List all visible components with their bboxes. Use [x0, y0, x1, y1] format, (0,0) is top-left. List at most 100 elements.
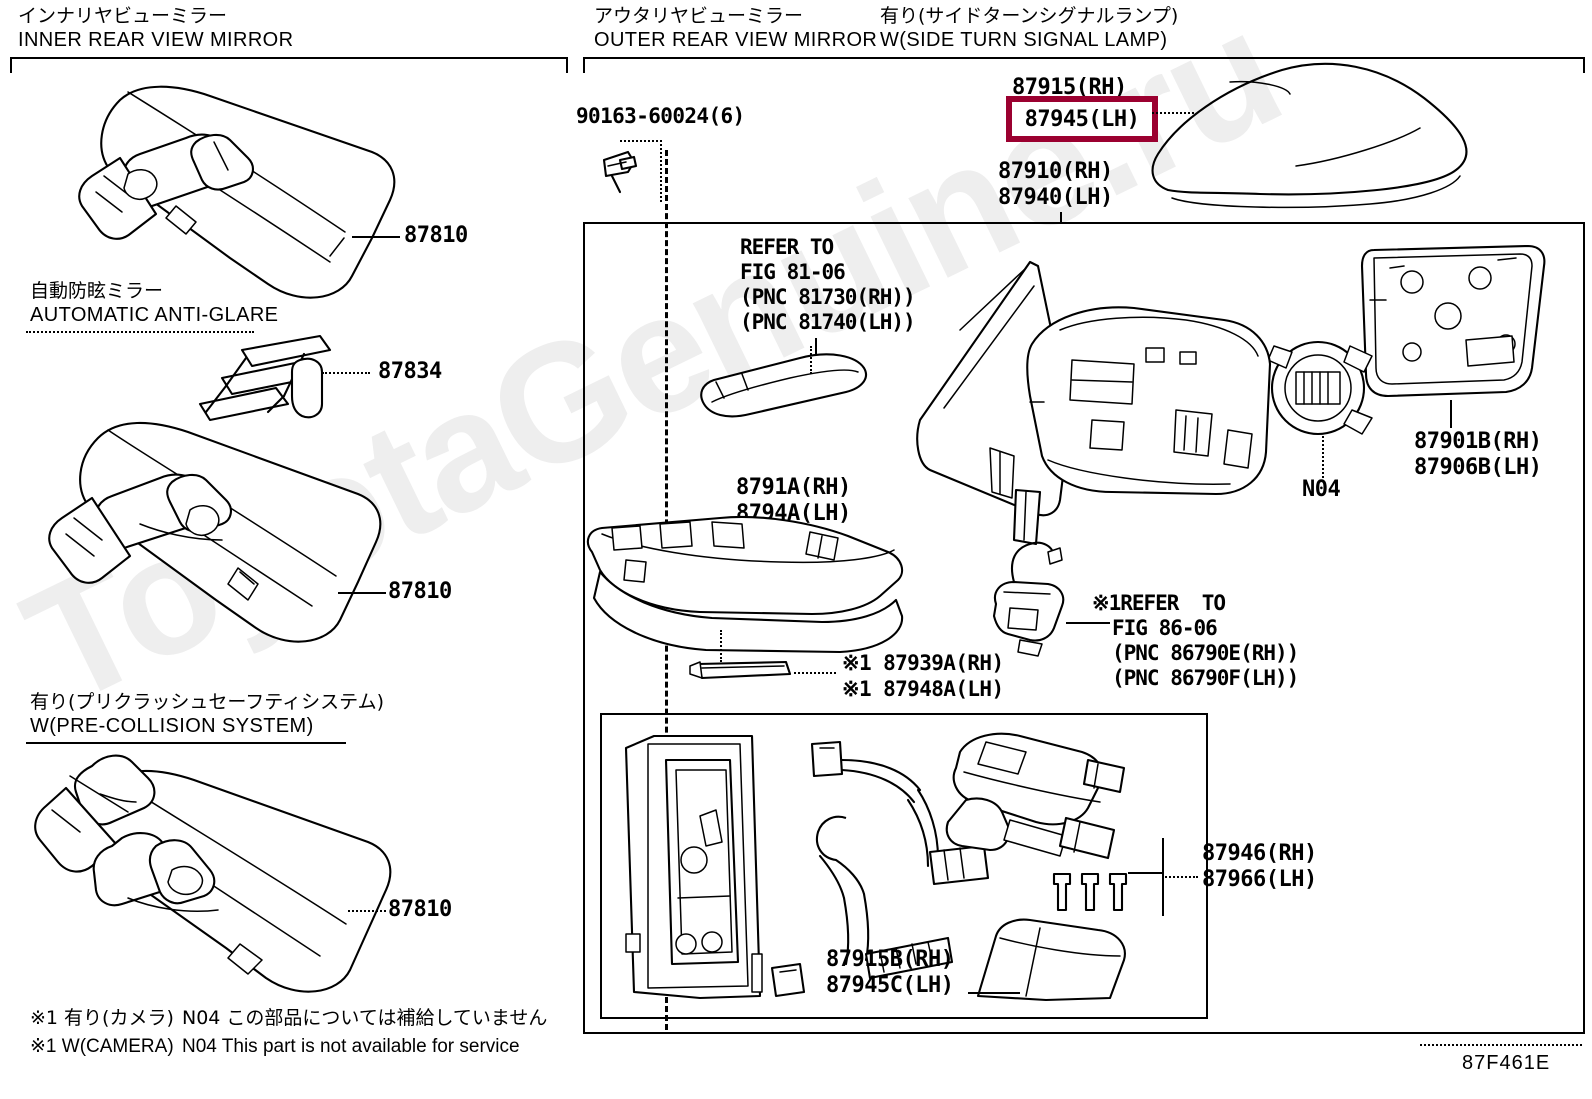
- inner-mirror-heading-jp: インナリヤビューミラー: [18, 5, 228, 27]
- pre-collision-label-jp: 有り(プリクラッシュセーフティシステム): [30, 691, 384, 713]
- callout-87945-lh-text: 87945(LH): [1024, 106, 1140, 132]
- leader-87945-lh: [1152, 112, 1194, 114]
- anti-glare-label-jp: 自動防眩ミラー: [30, 280, 164, 302]
- turn-lamp-lens: [700, 353, 868, 418]
- leader-mirror-glass: [1450, 400, 1452, 428]
- mirror-body-2: [79, 421, 382, 643]
- turn-lamp-small-part: [689, 660, 792, 680]
- mirror-harness: [770, 740, 990, 998]
- bolt-part: [602, 150, 638, 194]
- mirror-tab-1: [165, 205, 197, 235]
- mirror-base-1: [190, 133, 254, 191]
- refer-81-06-line2: FIG 81-06: [740, 260, 846, 284]
- leader-harness: [1128, 872, 1162, 874]
- outer-mirror-heading-jp: アウタリヤビューミラー: [594, 5, 804, 27]
- callout-87834: 87834: [378, 359, 442, 384]
- pre-collision-label-en: W(PRE-COLLISION SYSTEM): [30, 715, 314, 737]
- callout-87939a-rh: ※1 87939A(RH): [842, 651, 1004, 675]
- leader-camera-sensor: [1066, 622, 1110, 624]
- callout-87915-rh: 87915(RH): [1012, 75, 1127, 100]
- leader-bolt-vertical: [660, 140, 662, 202]
- anti-glare-underline: [26, 331, 254, 333]
- callout-87946-rh: 87946(RH): [1202, 841, 1317, 866]
- leader-87810-precollision: [348, 910, 386, 912]
- refer-86-06-line2: FIG 86-06: [1112, 616, 1218, 640]
- refer-86-06-line1: ※1REFER TO: [1092, 591, 1226, 615]
- leader-turn-lamp-small: [794, 672, 836, 674]
- pre-collision-underline: [26, 742, 346, 744]
- mirror-housing-body: [1026, 306, 1272, 496]
- lower-mirror-cover: [586, 515, 904, 654]
- refer-81-06-line1: REFER TO: [740, 235, 834, 259]
- inner-mirror-cover-part: [976, 918, 1126, 1002]
- outer-mirror-main-box: [583, 222, 1585, 1034]
- figure-code-rule: [1420, 1044, 1582, 1046]
- callout-87948a-lh: ※1 87948A(LH): [842, 677, 1004, 701]
- leader-87910-vertical: [1060, 212, 1062, 224]
- leader-bolt-horizontal: [620, 140, 662, 142]
- leader-87834-dot: [322, 372, 370, 374]
- anti-glare-label-en: AUTOMATIC ANTI-GLARE: [30, 304, 279, 326]
- leader-lower-cover-vertical: [720, 630, 722, 662]
- leader-inner-cover: [968, 992, 1020, 994]
- callout-87945c-lh: 87945C(LH): [826, 973, 954, 998]
- mirror-mount-arm-2: [48, 473, 232, 584]
- mirror-wiring-sub-box: [600, 713, 1208, 1019]
- footnote-mark1-jp: ※1 有り(カメラ): [30, 1007, 174, 1029]
- mirror-actuator-unit: [945, 732, 1126, 860]
- leader-87810-mid: [348, 592, 386, 594]
- callout-87906b-lh: 87906B(LH): [1414, 455, 1542, 480]
- callout-87810-mid: 87810: [388, 579, 452, 604]
- callout-90163-60024: 90163-60024(6): [576, 104, 745, 128]
- leader-87810-top: [352, 236, 400, 238]
- callout-87901b-rh: 87901B(RH): [1414, 429, 1542, 454]
- door-corner-panel: [624, 734, 763, 1000]
- callout-n04: N04: [1302, 477, 1341, 502]
- mirror-screws: [1052, 872, 1128, 912]
- leader-n04: [1322, 436, 1324, 478]
- mirror-glass-plate: [1360, 244, 1546, 398]
- callout-87910-rh: 87910(RH): [998, 159, 1113, 184]
- callout-87810-precollision: 87810: [388, 897, 452, 922]
- callout-8791a-rh: 8791A(RH): [736, 475, 851, 500]
- inner-mirror-section-bracket: [10, 57, 568, 73]
- refer-81-06-line4: (PNC 81740(LH)): [740, 310, 916, 334]
- refer-86-06-line3: (PNC 86790E(RH)): [1112, 641, 1299, 665]
- side-turn-lamp-option-jp: 有り(サイドターンシグナルランプ): [880, 5, 1179, 27]
- highlighted-part-87945-lh[interactable]: 87945(LH): [1006, 96, 1158, 142]
- leader-harness-dot: [1162, 876, 1198, 878]
- refer-86-06-line4: (PNC 86790F(LH)): [1112, 666, 1299, 690]
- footnote-mark1-en: ※1 W(CAMERA): [30, 1036, 174, 1057]
- callout-87966-lh: 87966(LH): [1202, 867, 1317, 892]
- figure-code: 87F461E: [1462, 1052, 1551, 1074]
- side-turn-lamp-option-en: W(SIDE TURN SIGNAL LAMP): [880, 29, 1168, 51]
- outer-mirror-heading-en: OUTER REAR VIEW MIRROR: [594, 29, 878, 51]
- camera-sensor: [992, 541, 1065, 657]
- callout-87940-lh: 87940(LH): [998, 185, 1113, 210]
- outer-mirror-section-bracket: [583, 57, 1585, 73]
- camera-bracket-3: [34, 754, 156, 873]
- callout-87915b-rh: 87915B(RH): [826, 947, 954, 972]
- callout-87810-top: 87810: [404, 223, 468, 248]
- mirror-motor: [1267, 340, 1373, 436]
- anti-glare-bracket-part: [198, 334, 332, 422]
- leader-turn-lamp: [810, 346, 812, 374]
- refer-81-06-line3: (PNC 81730(RH)): [740, 285, 916, 309]
- mirror-body-1: [100, 85, 396, 299]
- footnote-n04-jp: N04 この部品については補給していません: [182, 1007, 548, 1029]
- mirror-mount-arm-3: [92, 832, 219, 912]
